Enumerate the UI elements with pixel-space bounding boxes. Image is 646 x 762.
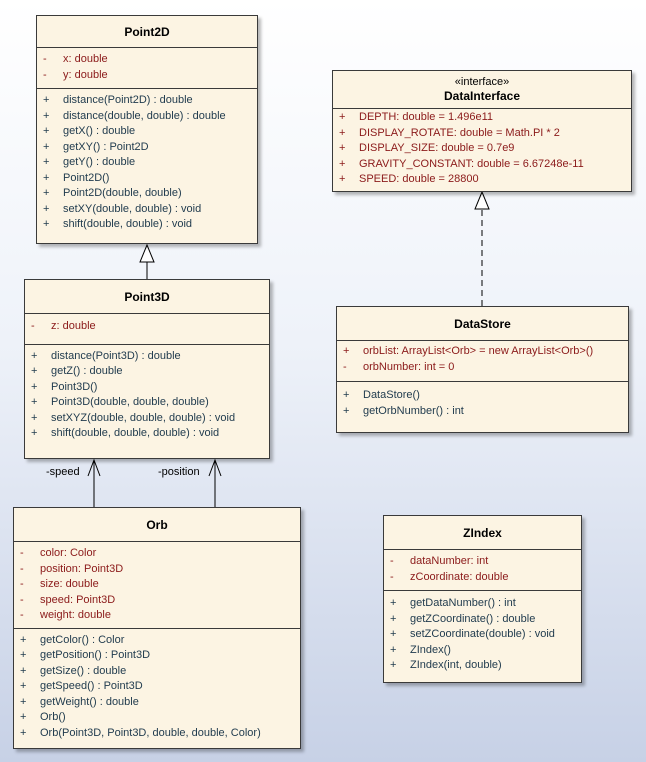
class-name: Point3D [124, 289, 170, 304]
operation-row: +getDataNumber() : int [390, 597, 516, 609]
operation-row: +getColor() : Color [20, 633, 125, 646]
operation-row: +getOrbNumber() : int [343, 404, 464, 417]
attribute-row: -speed: Point3D [20, 593, 116, 606]
attribute-row: -position: Point3D [20, 562, 124, 575]
operations-compartment: +distance(Point3D) : double +getZ() : do… [25, 345, 269, 447]
operation-row: +setXYZ(double, double, double) : void [31, 411, 236, 424]
operation-row: +getSpeed() : Point3D [20, 680, 143, 692]
class-header: «interface» DataInterface [333, 71, 631, 109]
attributes-compartment: +orbList: ArrayList<Orb> = new ArrayList… [337, 341, 628, 382]
operation-row: +setZCoordinate(double) : void [390, 628, 555, 640]
class-datastore[interactable]: DataStore +orbList: ArrayList<Orb> = new… [336, 306, 629, 433]
operation-row: +Point2D(double, double) [43, 187, 182, 199]
association-speed-label: -speed [46, 466, 80, 478]
operation-row: +getSize() : double [20, 664, 127, 677]
operation-row: +getY() : double [43, 156, 136, 168]
operation-row: +getWeight() : double [20, 695, 139, 708]
operation-row: +Point3D(double, double, double) [31, 396, 209, 408]
class-point2d[interactable]: Point2D -x: double -y: double +distance(… [36, 15, 258, 244]
attribute-row: -weight: double [20, 609, 111, 621]
stereotype-label: «interface» [454, 76, 510, 88]
operations-compartment: +getDataNumber() : int +getZCoordinate()… [384, 591, 581, 679]
operation-row: +shift(double, double) : void [43, 218, 193, 230]
operations-compartment: +getColor() : Color +getPosition() : Poi… [14, 629, 300, 747]
operation-row: +distance(Point2D) : double [43, 94, 193, 106]
class-orb[interactable]: Orb -color: Color -position: Point3D -si… [13, 507, 301, 749]
class-header: ZIndex [384, 516, 581, 550]
operation-row: +setXY(double, double) : void [43, 202, 202, 215]
attributes-compartment: -z: double [25, 314, 269, 345]
operation-row: +distance(double, double) : double [43, 109, 226, 122]
class-point3d[interactable]: Point3D -z: double +distance(Point3D) : … [24, 279, 270, 459]
attribute-row: -color: Color [20, 547, 97, 559]
operations-compartment: +distance(Point2D) : double +distance(do… [37, 89, 257, 238]
class-header: DataStore [337, 307, 628, 341]
operation-row: +shift(double, double, double) : void [31, 427, 220, 439]
attribute-row: -y: double [43, 68, 108, 81]
class-name: Point2D [124, 24, 170, 39]
attributes-compartment: +DEPTH: double = 1.496e11 +DISPLAY_ROTAT… [333, 109, 631, 193]
operation-row: +DataStore() [343, 389, 420, 401]
attribute-row: +DISPLAY_SIZE: double = 0.7e9 [339, 142, 515, 154]
attribute-row: +SPEED: double = 28800 [339, 173, 479, 185]
class-name: DataStore [454, 316, 511, 331]
class-name: ZIndex [463, 525, 502, 540]
generalization-arrowhead [139, 243, 155, 263]
association-position-arrowhead [208, 458, 222, 477]
operation-row: +getPosition() : Point3D [20, 649, 151, 661]
operation-row: +Orb() [20, 711, 66, 723]
attributes-compartment: -dataNumber: int -zCoordinate: double [384, 550, 581, 591]
operation-row: +Point2D() [43, 171, 110, 184]
attributes-compartment: -color: Color -position: Point3D -size: … [14, 542, 300, 629]
interface-datainterface[interactable]: «interface» DataInterface +DEPTH: double… [332, 70, 632, 192]
operation-row: +getX() : double [43, 125, 136, 137]
operations-compartment: +DataStore() +getOrbNumber() : int [337, 382, 628, 424]
class-name: DataInterface [443, 89, 521, 103]
operation-row: +getXY() : Point2D [43, 140, 149, 153]
attribute-row: +DEPTH: double = 1.496e11 [339, 111, 494, 123]
operation-row: +ZIndex() [390, 643, 451, 656]
operation-row: +getZ() : double [31, 365, 123, 377]
realization-arrowhead [474, 190, 490, 210]
association-speed-arrowhead [87, 458, 101, 477]
association-position-label: -position [158, 466, 200, 478]
attribute-row: -zCoordinate: double [390, 570, 509, 583]
attribute-row: +orbList: ArrayList<Orb> = new ArrayList… [343, 345, 594, 357]
operation-row: +getZCoordinate() : double [390, 612, 536, 625]
class-header: Orb [14, 508, 300, 542]
attribute-row: -size: double [20, 578, 99, 590]
class-header: Point2D [37, 16, 257, 48]
class-header: Point3D [25, 280, 269, 314]
operation-row: +Orb(Point3D, Point3D, double, double, C… [20, 726, 261, 739]
operation-row: +distance(Point3D) : double [31, 349, 181, 362]
attribute-row: +GRAVITY_CONSTANT: double = 6.67248e-11 [339, 157, 584, 170]
operation-row: +ZIndex(int, double) [390, 659, 502, 671]
attribute-row: -x: double [43, 53, 108, 65]
attribute-row: -orbNumber: int = 0 [343, 360, 455, 373]
class-zindex[interactable]: ZIndex -dataNumber: int -zCoordinate: do… [383, 515, 582, 683]
attribute-row: +DISPLAY_ROTATE: double = Math.PI * 2 [339, 126, 560, 139]
attribute-row: -dataNumber: int [390, 555, 489, 567]
attributes-compartment: -x: double -y: double [37, 48, 257, 89]
class-name: Orb [146, 517, 168, 532]
operation-row: +Point3D() [31, 380, 98, 393]
attribute-row: -z: double [31, 320, 96, 332]
